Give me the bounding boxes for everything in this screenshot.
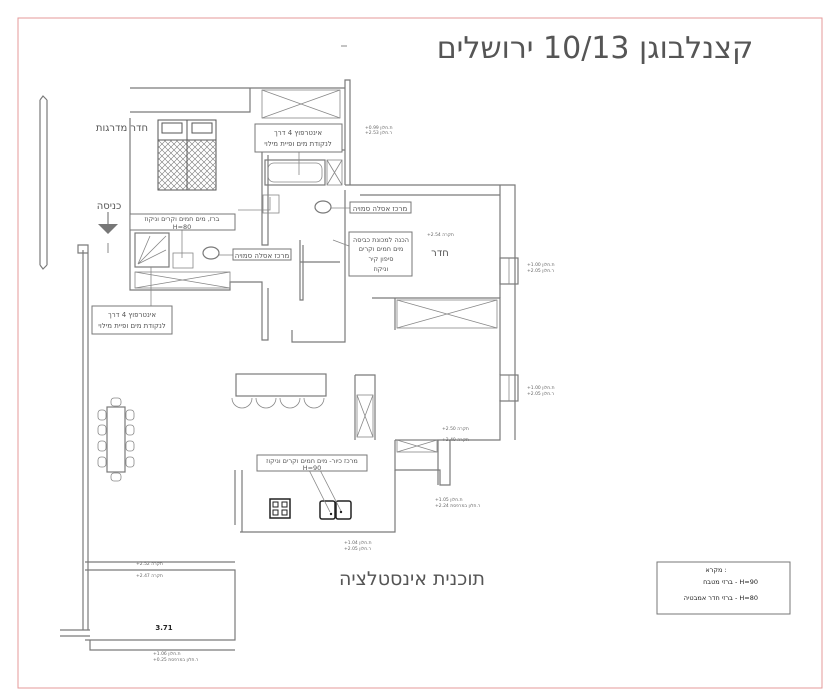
svg-text:מים חמים וקרים: מים חמים וקרים xyxy=(359,245,404,253)
callout-washer: הכנה למכונת כביסה מים חמים וקרים סיפון ק… xyxy=(348,231,413,277)
stove xyxy=(269,498,291,519)
callout-faucet-bath: ברז, מים חמים וקרים וניקוז H=80 xyxy=(129,213,236,231)
plan-title: קצנלבוגן 10/13 ירושלים xyxy=(437,31,754,66)
stairwell-label: חדר מדרגות xyxy=(96,123,148,134)
svg-text:+1.06 ת.חלון: +1.06 ת.חלון xyxy=(153,651,181,657)
shower xyxy=(134,232,170,268)
svg-text:וניקוז: וניקוז xyxy=(374,265,389,273)
svg-text:מרכז אסלה סמויה: מרכז אסלה סמויה xyxy=(235,252,290,260)
svg-text:H=90: H=90 xyxy=(303,464,322,472)
svg-text:מרכז כיור- מים חמים וקרים וניק: מרכז כיור- מים חמים וקרים וניקוז xyxy=(266,457,358,465)
svg-text:+2.05 ר.חלון: +2.05 ר.חלון xyxy=(527,268,555,274)
callout-toilet-2: מרכז אסלה סמויה xyxy=(349,201,412,214)
svg-text:+2.53 ר.חלון: +2.53 ר.חלון xyxy=(365,130,393,136)
svg-text:+1.00 ת.חלון: +1.00 ת.חלון xyxy=(527,385,555,391)
kitchen-island xyxy=(231,373,327,409)
entrance-label: כניסה xyxy=(97,201,122,212)
callout-kitchen-sink: מרכז כיור- מים חמים וקרים וניקוז H=90 xyxy=(256,454,368,472)
svg-text:+2.05 ר.חלון: +2.05 ר.חלון xyxy=(527,391,555,397)
callout-interpoz-top: אינטרפוץ 4 דרך לנקודת מים ופיית מילוי xyxy=(254,123,343,153)
svg-text:הכנה למכונת כביסה: הכנה למכונת כביסה xyxy=(353,236,409,244)
washbasin xyxy=(262,194,280,214)
double-bed xyxy=(157,119,217,191)
svg-text:+0.99 ת.חלון: +0.99 ת.חלון xyxy=(365,125,393,131)
kitchen-sink xyxy=(319,500,352,520)
svg-text:אינטרפוץ 4 דרך: אינטרפוץ 4 דרך xyxy=(274,129,322,137)
entrance-marker: כניסה xyxy=(97,201,122,253)
svg-text:סיפון קיר: סיפון קיר xyxy=(368,255,393,263)
toilet-icon xyxy=(314,200,332,214)
svg-text:+2.50 תקרה: +2.50 תקרה xyxy=(442,426,469,432)
svg-text:+2.05 ר.חלון: +2.05 ר.חלון xyxy=(344,546,372,552)
svg-text:+1.00 ת.חלון: +1.00 ת.חלון xyxy=(527,262,555,268)
legend-item: ברזי חדר אמבטיה - H=80 xyxy=(684,594,758,602)
legend-title: מקרא : xyxy=(705,566,726,574)
svg-text:לנקודת מים ופיית מילוי: לנקודת מים ופיית מילוי xyxy=(264,140,332,148)
elevation-notes: +0.99 ת.חלון +2.53 ר.חלון +2.54 תקרה +1.… xyxy=(136,125,555,663)
entrance-arrow-icon xyxy=(98,224,118,234)
walls xyxy=(60,79,516,651)
svg-text:+1.05 ת.חלון: +1.05 ת.חלון xyxy=(435,497,463,503)
drawing-frame xyxy=(17,17,823,689)
svg-text:+2.24 ר.חלון במרפסת: +2.24 ר.חלון במרפסת xyxy=(435,503,481,509)
svg-text:+0.25 ר.חלון במרפסת: +0.25 ר.חלון במרפסת xyxy=(153,657,199,663)
svg-text:+2.52 תקרה: +2.52 תקרה xyxy=(136,561,163,567)
room-label: חדר xyxy=(431,248,449,259)
windows xyxy=(499,257,519,402)
callout-interpoz-bottom: אינטרפוץ 4 דרך לנקודת מים ופיית מילוי xyxy=(91,305,173,335)
svg-text:+2.54 תקרה: +2.54 תקרה xyxy=(427,232,454,238)
sink xyxy=(172,252,194,269)
toilet-icon xyxy=(202,246,220,260)
svg-text:H=80: H=80 xyxy=(173,223,192,231)
wardrobes xyxy=(134,89,498,453)
bathtub xyxy=(264,159,343,186)
svg-text:+2.47 תקרה: +2.47 תקרה xyxy=(136,573,163,579)
dining-table xyxy=(97,397,135,482)
svg-text:מרכז אסלה סמויה: מרכז אסלה סמויה xyxy=(353,205,408,213)
stairwell: חדר מדרגות xyxy=(39,95,148,270)
svg-text:לנקודת מים ופיית מילוי: לנקודת מים ופיית מילוי xyxy=(98,322,166,330)
legend: מקרא : ברזי מטבח - H=90 ברזי חדר אמבטיה … xyxy=(656,561,791,615)
svg-text:ברז, מים חמים וקרים וניקוז: ברז, מים חמים וקרים וניקוז xyxy=(145,215,220,223)
svg-text:+2.40 תקרה: +2.40 תקרה xyxy=(442,437,469,443)
legend-item: ברזי מטבח - H=90 xyxy=(703,578,758,586)
plan-subtitle: תוכנית אינסטלציה xyxy=(339,568,485,590)
svg-text:+1.04 ת.חלון: +1.04 ת.חלון xyxy=(344,540,372,546)
callout-toilet-1: מרכז אסלה סמויה xyxy=(232,248,292,261)
svg-text:אינטרפוץ 4 דרך: אינטרפוץ 4 דרך xyxy=(108,311,156,319)
svg-text:3.71: 3.71 xyxy=(155,624,172,632)
